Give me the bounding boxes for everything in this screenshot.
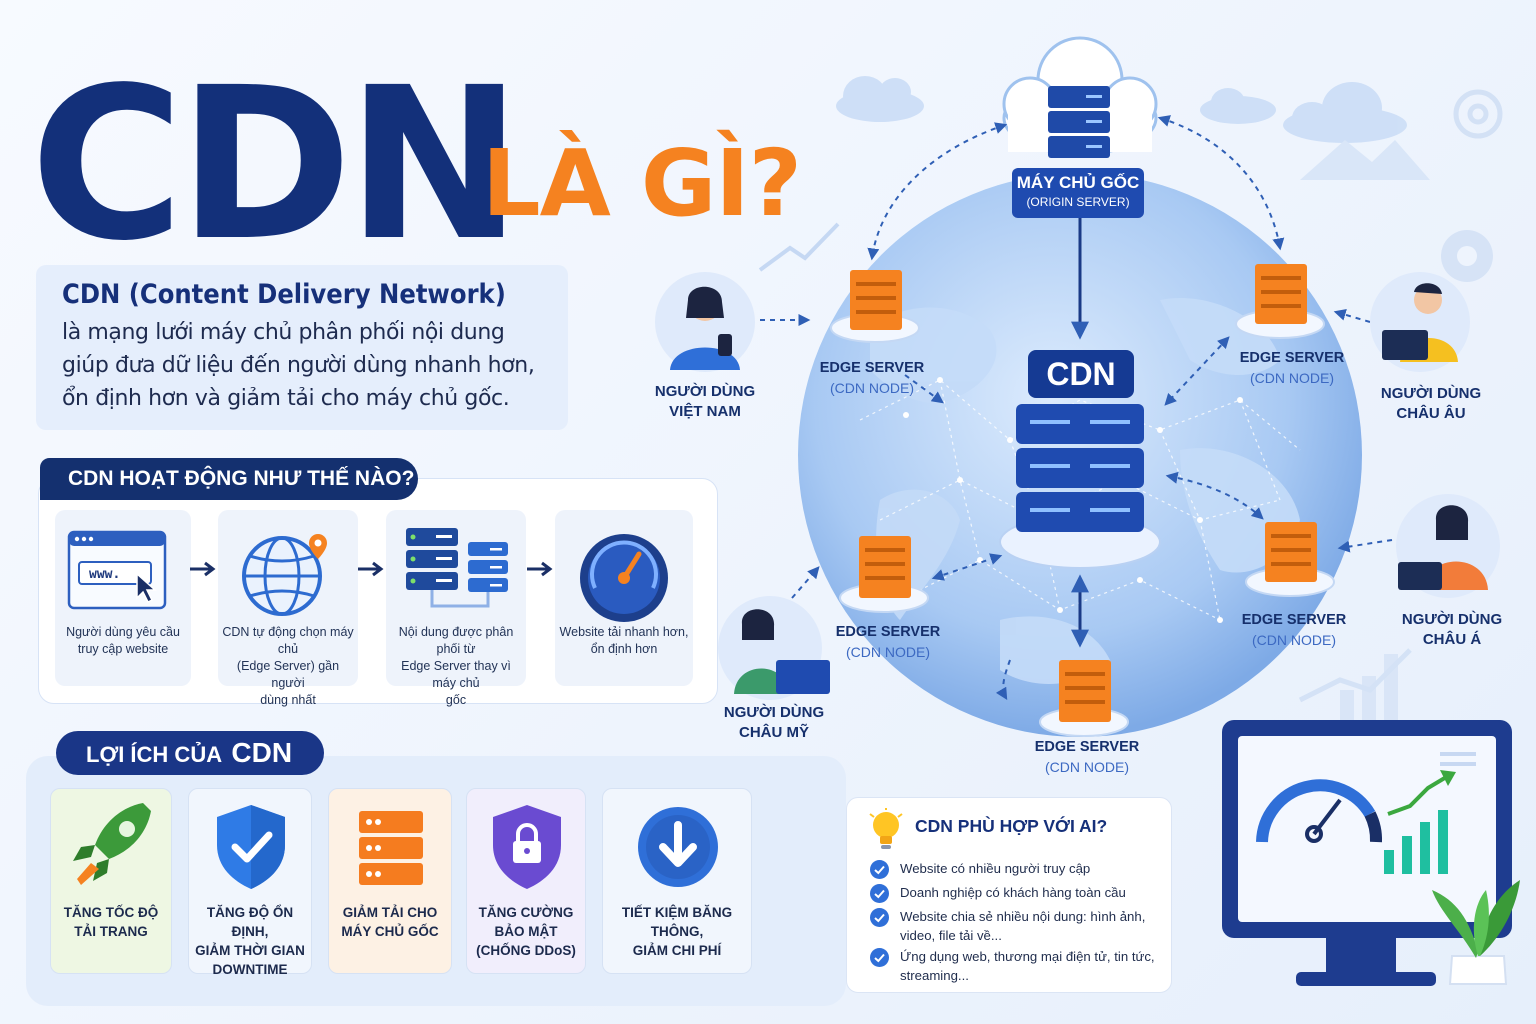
origin-server-icon xyxy=(1048,86,1110,158)
how-it-works-header: CDN HOẠT ĐỘNG NHƯ THẾ NÀO? xyxy=(40,458,418,500)
benefit-label: TIẾT KIỆM BĂNG THÔNG,GIẢM CHI PHÍ xyxy=(621,905,733,958)
edge-server-icon xyxy=(830,270,920,343)
plant-icon xyxy=(1432,880,1520,985)
edge-server-icon xyxy=(1235,264,1325,339)
servers-icon xyxy=(406,528,508,608)
arrow-right-icon xyxy=(527,561,553,577)
suitability-box xyxy=(846,797,1172,993)
check-circle-icon xyxy=(870,948,889,967)
page-subtitle: LÀ GÌ? xyxy=(482,130,802,237)
definition-box: CDN (Content Delivery Network) là mạng l… xyxy=(36,265,568,430)
how-step-text: Website tải nhanh hơn,ổn định hơn xyxy=(559,625,689,656)
edge-server-label: EDGE SERVER(CDN NODE) xyxy=(819,360,925,396)
speedometer-icon xyxy=(580,534,668,622)
arrow-right-icon xyxy=(358,561,384,577)
suitability-item: Ứng dụng web, thương mại điện tử, tin tứ… xyxy=(870,947,1164,985)
user-america-avatar xyxy=(718,596,830,700)
benefits-header: LỢI ÍCH CỦA CDN xyxy=(56,731,324,775)
origin-server-label: MÁY CHỦ GỐC (ORIGIN SERVER) xyxy=(1012,168,1144,218)
how-step-faster: Website tải nhanh hơn,ổn định hơn xyxy=(555,510,693,686)
definition-line: giúp đưa dữ liệu đến người dùng nhanh hơ… xyxy=(62,353,535,378)
edge-server-label: EDGE SERVER(CDN NODE) xyxy=(1241,612,1347,648)
monitor-dashboard-icon xyxy=(1222,720,1512,986)
server-stack-icon xyxy=(359,811,423,885)
suitability-title: CDN PHÙ HỢP VỚI AI? xyxy=(915,816,1108,836)
user-asia-avatar xyxy=(1396,494,1500,598)
download-icon xyxy=(638,807,718,887)
rocket-icon xyxy=(73,803,151,885)
browser-icon: www. xyxy=(67,530,167,610)
user-europe-avatar xyxy=(1370,272,1470,372)
arrow-right-icon xyxy=(190,561,216,577)
edge-server-label: EDGE SERVER(CDN NODE) xyxy=(835,624,941,660)
suitability-item: Website có nhiều người truy cập xyxy=(870,859,1164,879)
cdn-badge: CDN xyxy=(1028,350,1134,398)
globe-pin-icon xyxy=(242,534,327,616)
edge-server-icon xyxy=(839,536,929,613)
lightbulb-icon xyxy=(869,808,903,849)
check-circle-icon xyxy=(870,908,889,927)
definition-heading: CDN (Content Delivery Network) xyxy=(62,279,506,310)
check-circle-icon xyxy=(870,860,889,879)
page-title: CDN xyxy=(30,42,522,287)
user-vietnam-avatar xyxy=(655,272,755,372)
edge-server-icon xyxy=(1039,660,1129,737)
how-step-text: CDN tự động chọn máy chủ(Edge Server) gầ… xyxy=(222,625,354,707)
how-step-select-edge: CDN tự động chọn máy chủ(Edge Server) gầ… xyxy=(218,510,358,707)
check-circle-icon xyxy=(870,884,889,903)
edge-server-icon xyxy=(1245,522,1335,597)
cdn-server-stack xyxy=(999,404,1161,569)
definition-body: là mạng lưới máy chủ phân phối nội dung … xyxy=(62,316,542,415)
shield-check-icon xyxy=(217,805,285,889)
lock-shield-icon xyxy=(493,805,561,889)
suitability-item: Website chia sẻ nhiều nội dung: hình ảnh… xyxy=(870,907,1164,945)
edge-server-label: EDGE SERVER(CDN NODE) xyxy=(1034,739,1140,775)
definition-line: ổn định hơn và giảm tải cho máy chủ gốc. xyxy=(62,386,510,411)
edge-server-label: EDGE SERVER(CDN NODE) xyxy=(1239,350,1345,386)
browser-url-text: www. xyxy=(89,567,120,582)
benefit-bandwidth: TIẾT KIỆM BĂNG THÔNG,GIẢM CHI PHÍ xyxy=(602,788,752,974)
suitability-item: Doanh nghiệp có khách hàng toàn cầu xyxy=(870,883,1164,903)
definition-line: là mạng lưới máy chủ phân phối nội dung xyxy=(62,320,505,345)
